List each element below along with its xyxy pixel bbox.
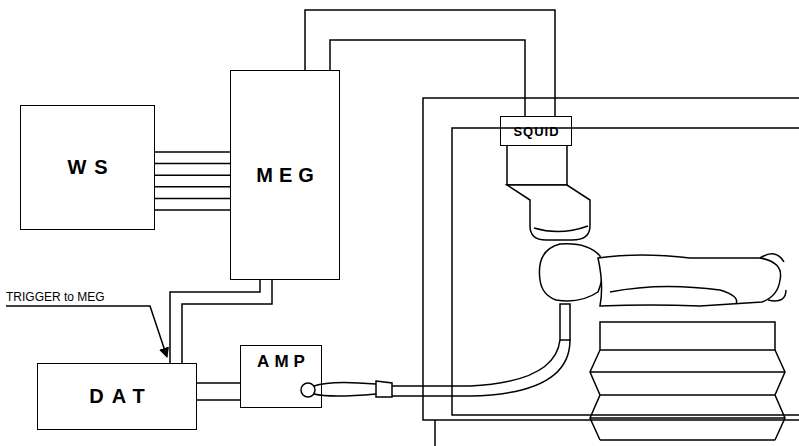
cable-line <box>155 174 230 176</box>
cable <box>314 382 376 396</box>
squid-box: SQUID <box>500 116 572 146</box>
signal-label: TRIGGER to MEG <box>5 290 106 304</box>
dewar-helmet <box>507 185 590 240</box>
cable-line <box>155 151 230 153</box>
amplifier-box: AMP <box>240 345 322 408</box>
dewar-body <box>507 146 567 185</box>
cable-line <box>155 198 230 200</box>
bed-top <box>600 322 775 350</box>
patient-body <box>598 255 781 306</box>
bellows <box>590 350 785 440</box>
cable-line <box>330 40 525 116</box>
patient-arm <box>610 286 737 304</box>
box-label: MEG <box>256 164 320 187</box>
box-label: WS <box>67 156 115 179</box>
cable-line <box>155 209 230 211</box>
cable-line <box>182 280 272 363</box>
signal-cable <box>305 10 555 116</box>
box-label: SQUID <box>513 124 559 139</box>
signal-cable <box>155 152 230 210</box>
cable-line <box>197 382 240 384</box>
cable-line <box>197 399 240 401</box>
workstation-box: WS <box>20 105 155 230</box>
cable-room <box>392 340 570 396</box>
cable-line <box>155 163 230 165</box>
signal-cable <box>197 383 240 400</box>
cable-plug <box>376 381 392 397</box>
support-pole <box>560 304 570 340</box>
dewar-tail <box>534 226 588 232</box>
box-label: AMP <box>257 352 310 372</box>
cable-line <box>155 186 230 188</box>
patient-head <box>539 244 602 301</box>
box-label: DAT <box>89 385 153 408</box>
cable-line <box>305 10 555 116</box>
patient-feet <box>760 254 786 301</box>
trigger-leader <box>6 306 167 357</box>
amp-connector <box>301 383 315 397</box>
meg-system-box: MEG <box>230 70 340 280</box>
signal-cable <box>170 280 272 363</box>
cable-line <box>170 280 260 363</box>
shield-room-wall <box>434 420 436 446</box>
dat-recorder-box: DAT <box>37 363 197 430</box>
